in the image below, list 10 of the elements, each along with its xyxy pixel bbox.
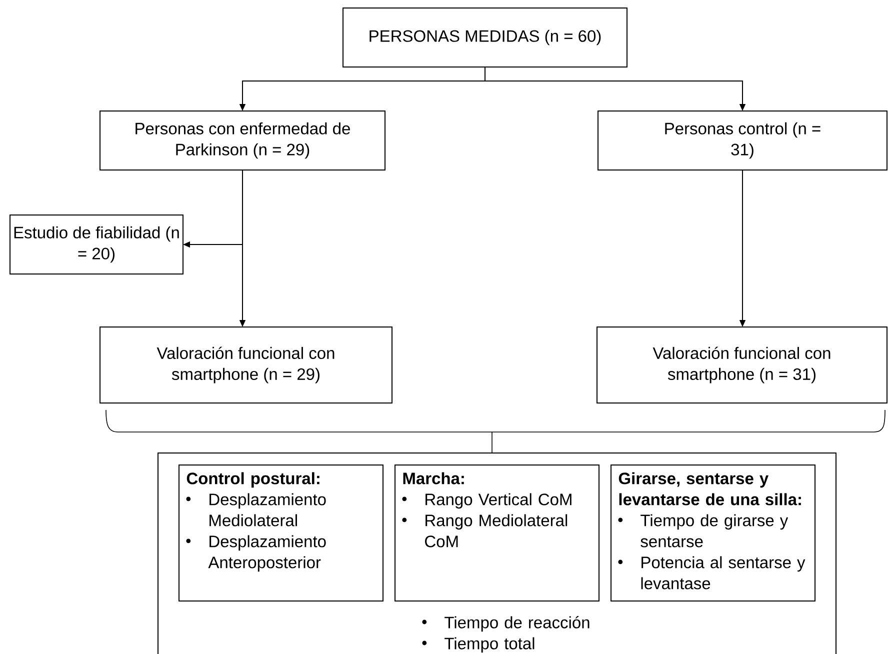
category-box: Control postural: Desplazamiento Mediolateral Desplazamiento Anteroposterior [178, 464, 384, 602]
process-box: PERSONAS MEDIDAS (n = 60) [342, 8, 628, 68]
category-box: Girarse, sentarse y levantarse de una silla: Tiempo de girarse y sentarse Potencia al sentarse y levantase [610, 464, 816, 602]
process-box: Personas control (n = 31) [598, 110, 888, 170]
bullet-list: Tiempo de reacción Tiempo total [422, 616, 590, 653]
process-box: Personas con enfermedad de Parkinson (n = 29) [100, 110, 386, 170]
process-box: Valoración funcional con smartphone (n = 31) [596, 326, 888, 404]
process-box: Estudio de fiabilidad (n = 20) [10, 214, 184, 274]
category-box: Marcha: Rango Vertical CoM Rango Mediolateral CoM [394, 464, 600, 602]
process-box: Valoración funcional con smartphone (n = 29) [100, 326, 392, 404]
